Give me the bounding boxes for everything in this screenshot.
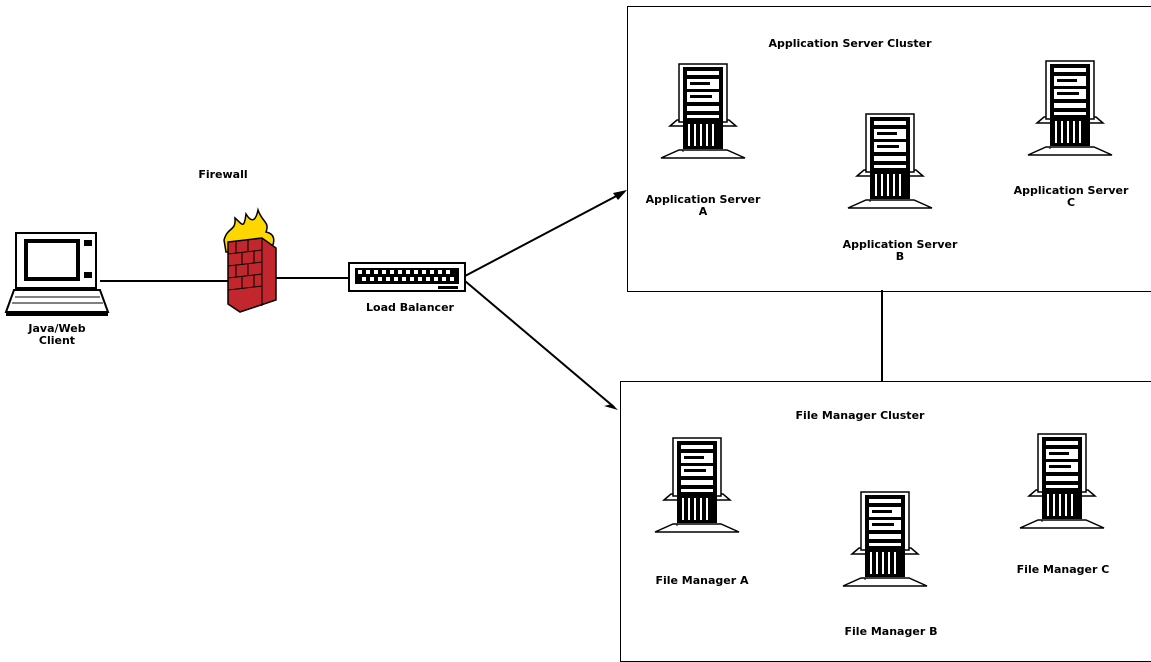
arrowhead-app <box>613 190 627 200</box>
server-icon-app-b <box>847 113 933 209</box>
client-label: Java/Web Client <box>4 323 110 347</box>
server-icon-app-c <box>1027 60 1113 156</box>
lb-to-file-cluster-line <box>464 280 615 408</box>
file-manager-c-label: File Manager C <box>1016 563 1110 576</box>
server-icon-app-a <box>660 63 746 159</box>
server-icon-fm-c <box>1019 433 1105 529</box>
laptop-icon <box>4 232 110 316</box>
app-server-a-line2: A <box>698 205 708 218</box>
app-server-b-label: Application Server B <box>815 239 985 263</box>
load-balancer-icon <box>348 262 466 292</box>
app-server-b-line1: Application Server <box>842 238 958 251</box>
app-server-c-label: Application Server C <box>992 185 1150 209</box>
app-server-a-label: Application Server A <box>633 194 773 218</box>
lb-to-app-cluster-line <box>464 191 625 277</box>
server-icon-fm-a <box>654 437 740 533</box>
app-server-c-line1: Application Server <box>1013 184 1129 197</box>
firewall-icon <box>223 207 277 313</box>
server-icon-fm-b <box>842 491 928 587</box>
load-balancer-label: Load Balancer <box>366 301 454 314</box>
client-label-line1: Java/Web <box>28 322 86 335</box>
file-manager-a-label: File Manager A <box>655 574 749 587</box>
file-cluster-title: File Manager Cluster <box>795 409 925 422</box>
file-manager-b-label: File Manager B <box>844 625 938 638</box>
firewall-label: Firewall <box>198 168 248 181</box>
client-label-line2: Client <box>38 334 76 347</box>
arrowhead-file <box>604 398 618 410</box>
app-server-a-line1: Application Server <box>645 193 761 206</box>
app-server-c-line2: C <box>1066 196 1076 209</box>
app-server-b-line2: B <box>895 250 905 263</box>
app-cluster-title: Application Server Cluster <box>768 37 932 50</box>
